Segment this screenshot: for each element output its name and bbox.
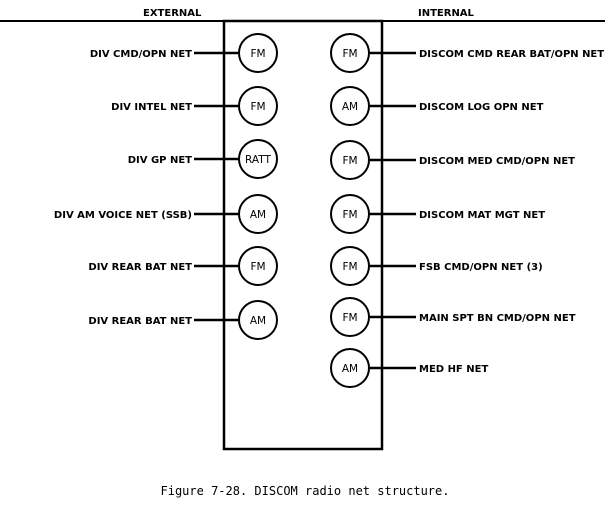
discom-box	[222, 19, 384, 451]
radio-circle	[238, 300, 278, 340]
radio-type-label: AM	[250, 315, 266, 327]
radio-circle	[330, 246, 370, 286]
radio-circle	[238, 139, 278, 179]
internal-net-3: FM DISCOM MED CMD/OPN NET	[330, 140, 575, 180]
internal-net-6: FM MAIN SPT BN CMD/OPN NET	[330, 297, 576, 337]
radio-type-label: FM	[342, 155, 357, 167]
figure-caption: Figure 7-28. DISCOM radio net structure.	[160, 484, 450, 498]
radio-type-label: FM	[250, 261, 265, 273]
radio-circle	[330, 86, 370, 126]
internal-net-1: FM DISCOM CMD REAR BAT/OPN NET	[330, 33, 604, 73]
net-label: MAIN SPT BN CMD/OPN NET	[419, 313, 576, 324]
internal-net-5: FM FSB CMD/OPN NET (3)	[330, 246, 543, 286]
radio-circle	[330, 297, 370, 337]
external-net-5: FM DIV REAR BAT NET	[88, 246, 278, 286]
net-label: DISCOM LOG OPN NET	[419, 102, 544, 113]
net-label: DISCOM MED CMD/OPN NET	[419, 156, 575, 167]
net-label: DIV CMD/OPN NET	[90, 49, 192, 60]
radio-type-label: FM	[250, 48, 265, 60]
net-label: DISCOM MAT MGT NET	[419, 210, 545, 221]
radio-type-label: AM	[250, 209, 266, 221]
external-header: EXTERNAL	[143, 8, 202, 19]
radio-circle	[330, 194, 370, 234]
radio-type-label: RATT	[245, 154, 271, 166]
radio-type-label: FM	[250, 101, 265, 113]
radio-circle	[330, 33, 370, 73]
net-label: MED HF NET	[419, 364, 488, 375]
net-label: DIV GP NET	[128, 155, 192, 166]
radio-circle	[330, 140, 370, 180]
net-label: DIV REAR BAT NET	[88, 316, 192, 327]
net-label: FSB CMD/OPN NET (3)	[419, 262, 543, 273]
radio-type-label: AM	[342, 363, 358, 375]
internal-net-7: AM MED HF NET	[330, 348, 488, 388]
radio-circle	[238, 246, 278, 286]
net-label: DIV REAR BAT NET	[88, 262, 192, 273]
radio-circle	[238, 33, 278, 73]
internal-header: INTERNAL	[418, 8, 475, 19]
external-net-6: AM DIV REAR BAT NET	[88, 300, 278, 340]
external-net-1: FM DIV CMD/OPN NET	[90, 33, 278, 73]
radio-type-label: AM	[342, 101, 358, 113]
radio-circle	[330, 348, 370, 388]
internal-net-4: FM DISCOM MAT MGT NET	[330, 194, 545, 234]
external-net-4: AM DIV AM VOICE NET (SSB)	[54, 194, 278, 234]
net-label: DISCOM CMD REAR BAT/OPN NET	[419, 49, 604, 60]
radio-circle	[238, 194, 278, 234]
internal-net-2: AM DISCOM LOG OPN NET	[330, 86, 544, 126]
radio-type-label: FM	[342, 209, 357, 221]
external-net-2: FM DIV INTEL NET	[111, 86, 278, 126]
radio-type-label: FM	[342, 48, 357, 60]
internal-nets-group: FM DISCOM CMD REAR BAT/OPN NET AM DISCOM LO…	[330, 33, 604, 388]
net-label: DIV INTEL NET	[111, 102, 192, 113]
external-nets-group: FM DIV CMD/OPN NET FM DIV INTEL NET RATT DIV …	[54, 33, 278, 340]
radio-type-label: FM	[342, 261, 357, 273]
net-label: DIV AM VOICE NET (SSB)	[54, 210, 192, 221]
external-net-3: RATT DIV GP NET	[128, 139, 278, 179]
radio-circle	[238, 86, 278, 126]
radio-type-label: FM	[342, 312, 357, 324]
